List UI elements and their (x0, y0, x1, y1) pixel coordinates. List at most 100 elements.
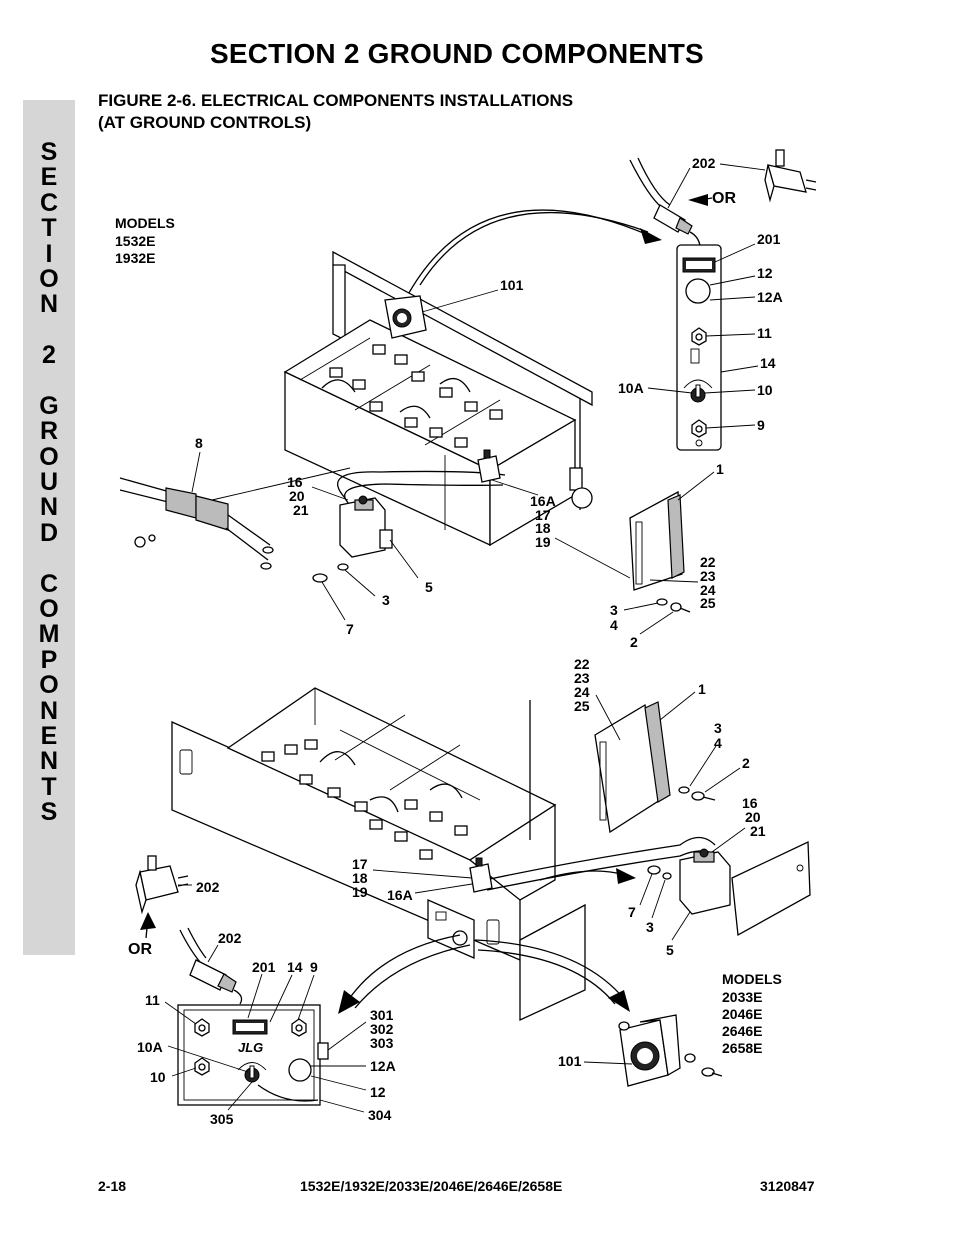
lower-illustration: 22 23 24 25 1 3 4 2 17 18 19 16A (128, 656, 811, 1127)
lower-battery-terminals (261, 739, 468, 860)
lower-label-20: 20 (745, 809, 761, 825)
lower-washer-3 (662, 872, 672, 880)
upper-leader-8-to-tray (211, 467, 351, 501)
lower-arrow-to-panel-inner (354, 944, 471, 1009)
upper-leader-2 (639, 611, 674, 635)
upper-label-9: 9 (757, 417, 765, 433)
upper-leader-16a (491, 479, 539, 496)
upper-label-17: 17 (535, 507, 551, 523)
upper-label-11: 11 (757, 325, 772, 341)
side-tab-letter: T (41, 772, 57, 801)
upper-label-202: 202 (692, 155, 716, 171)
side-tab-letter: N (39, 696, 59, 725)
upper-leader-12a (709, 296, 756, 301)
lower-label-or: OR (128, 941, 152, 958)
upper-label-14: 14 (760, 355, 776, 371)
lower-leader-10a (167, 1045, 249, 1073)
upper-label-16a: 16A (530, 493, 556, 509)
lower-module-1 (594, 701, 671, 834)
lower-arrow-to-panel (344, 934, 461, 1006)
upper-leader-202-plug (719, 163, 766, 171)
lower-arrow-to-panel-head (338, 990, 360, 1014)
upper-label-3: 3 (382, 592, 390, 608)
lower-leader-22 (595, 694, 621, 741)
side-tab-letter: E (40, 163, 58, 192)
lower-leader-301 (327, 1021, 367, 1051)
side-tab-letter: T (41, 214, 57, 243)
side-tab-letter: P (40, 645, 58, 674)
lower-label-101: 101 (558, 1053, 582, 1069)
lower-front-control-window (427, 899, 475, 959)
upper-label-24: 24 (700, 582, 716, 598)
footer-doc-number: 3120847 (760, 1178, 815, 1194)
lower-label-12: 12 (370, 1084, 386, 1100)
upper-leader-202-cord (667, 167, 691, 209)
side-tab-letter: O (39, 264, 59, 293)
lower-screw-2 (691, 791, 716, 801)
upper-washer-7 (312, 573, 328, 583)
side-tab-letter: C (39, 569, 59, 598)
figure-title-line2: (AT GROUND CONTROLS) (98, 113, 312, 132)
upper-leader-22 (649, 579, 699, 583)
lower-battery-cable-1 (319, 751, 356, 766)
side-tab-letter: N (39, 493, 59, 522)
lower-label-11: 11 (145, 992, 160, 1008)
upper-leader-7 (321, 581, 346, 621)
upper-tray-rail (299, 337, 371, 381)
lower-label-19: 19 (352, 884, 368, 900)
lower-label-22: 22 (574, 656, 590, 672)
lower-label-21: 21 (750, 823, 766, 839)
upper-label-201: 201 (757, 231, 781, 247)
upper-label-5: 5 (425, 579, 433, 595)
upper-label-8: 8 (195, 435, 203, 451)
upper-label-2: 2 (630, 634, 638, 650)
lower-leader-7 (639, 873, 653, 906)
upper-arrow-head (640, 228, 662, 244)
upper-leader-3 (344, 569, 376, 597)
upper-label-16: 16 (287, 474, 303, 490)
lower-leader-16a (414, 883, 473, 894)
lower-tray-divider-1 (334, 714, 406, 761)
upper-label-3b: 3 (610, 602, 618, 618)
upper-battery-cable-2 (399, 405, 431, 419)
side-tab-letter: C (39, 188, 59, 217)
lower-label-7: 7 (628, 904, 636, 920)
lower-label-1: 1 (698, 681, 706, 697)
lower-arrow-to-switch-head (616, 868, 636, 884)
lower-leader-305 (227, 1081, 253, 1111)
lower-or-arrow-line (145, 917, 149, 939)
lower-label-9: 9 (310, 959, 318, 975)
lower-leader-1 (659, 691, 696, 721)
upper-side-plug (569, 467, 593, 509)
lower-leader-101 (583, 1061, 633, 1065)
lower-cord-plug-202 (179, 927, 243, 1005)
section-title: SECTION 2 GROUND COMPONENTS (210, 38, 704, 69)
lower-leader-12 (310, 1075, 367, 1091)
side-tab-letter: I (45, 239, 53, 268)
lower-label-16a: 16A (387, 887, 413, 903)
upper-wall-plug-202 (764, 149, 817, 203)
upper-back-plate-side (332, 264, 346, 342)
lower-model-1: 2033E (722, 989, 762, 1005)
upper-module-1 (629, 490, 685, 591)
upper-label-18: 18 (535, 520, 551, 536)
upper-screw-2 (670, 602, 691, 613)
lower-mount-bracket (731, 840, 811, 937)
lower-leader-3-4 (689, 745, 717, 787)
upper-leader-9 (705, 424, 756, 429)
upper-cord-plug-202 (629, 157, 701, 263)
side-tab-letter: S (40, 798, 58, 827)
lower-arrow-to-101-inner (477, 949, 616, 1005)
upper-label-19: 19 (535, 534, 551, 550)
lower-leader-2 (704, 767, 741, 793)
upper-model-1: 1532E (115, 233, 155, 249)
upper-label-10a: 10A (618, 380, 644, 396)
lower-switch-16 (679, 848, 731, 915)
upper-switch-16 (339, 495, 393, 558)
lower-leader-16 (711, 827, 746, 853)
lower-label-202b: 202 (218, 930, 242, 946)
lower-label-4: 4 (714, 735, 722, 751)
upper-label-12: 12 (757, 265, 773, 281)
